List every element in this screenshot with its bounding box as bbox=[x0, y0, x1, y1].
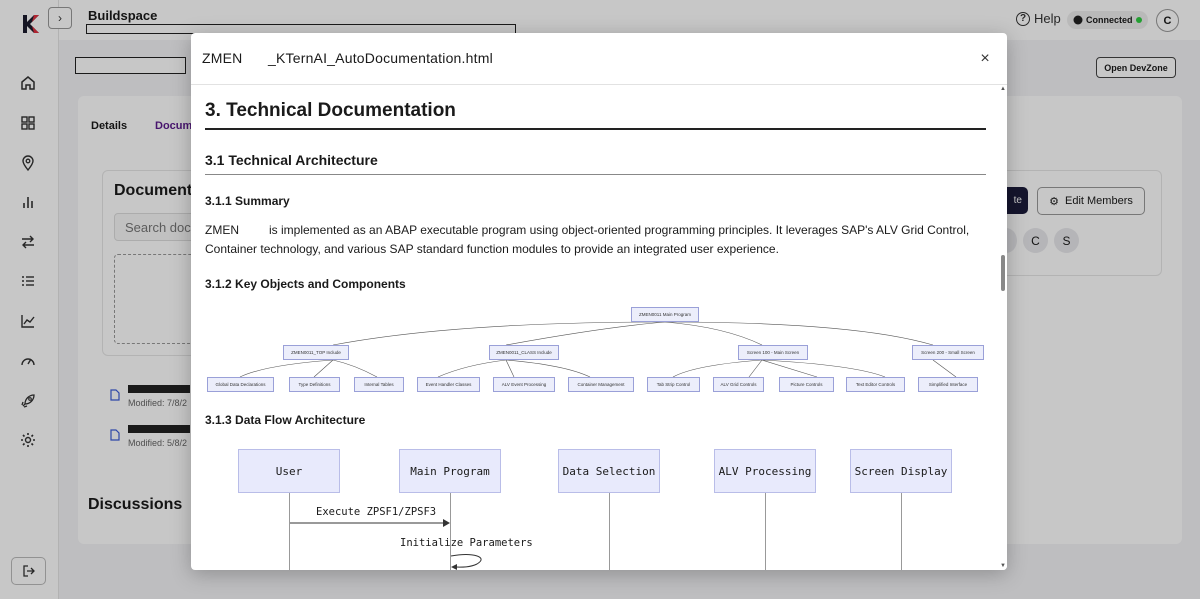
user-avatar[interactable]: C bbox=[1156, 9, 1179, 32]
tree-node: ZMEN0011_CLASS Include bbox=[489, 345, 559, 360]
tree-leaf: ALV Event Processing bbox=[493, 377, 555, 392]
home-icon[interactable] bbox=[19, 74, 37, 92]
app-title: Buildspace bbox=[88, 8, 158, 23]
github-icon bbox=[1073, 15, 1083, 25]
discussions-title: Discussions bbox=[88, 496, 183, 513]
help-icon: ? bbox=[1016, 11, 1030, 26]
sequence-arrows bbox=[290, 519, 482, 570]
tree-leaf: Internal Tables bbox=[354, 377, 404, 392]
document-icon bbox=[110, 428, 120, 441]
divider bbox=[205, 128, 986, 130]
help-link[interactable]: ? Help bbox=[1016, 11, 1061, 26]
sidebar bbox=[0, 0, 59, 599]
tree-leaf: Tab Strip Control bbox=[647, 377, 700, 392]
modal-scrollbar[interactable]: ▲ ▼ bbox=[999, 85, 1007, 570]
bar-chart-icon[interactable] bbox=[19, 193, 37, 211]
document-name-redacted[interactable] bbox=[128, 385, 190, 393]
tree-node: Screen 100 - Main Screen bbox=[738, 345, 808, 360]
lifeline bbox=[765, 493, 766, 570]
document-name-redacted[interactable] bbox=[128, 425, 190, 433]
document-modified: Modified: 5/8/2 bbox=[128, 438, 188, 448]
document-modified: Modified: 7/8/2 bbox=[128, 398, 188, 408]
logout-icon bbox=[22, 565, 35, 577]
tree-node-root: ZMEN0011 Main Program bbox=[631, 307, 699, 322]
tab-documents[interactable]: Docume bbox=[155, 120, 199, 132]
tree-leaf: Text Editor Controls bbox=[846, 377, 905, 392]
documents-title: Documents bbox=[114, 182, 202, 199]
message-label: Execute ZPSF1/ZPSF3 bbox=[316, 506, 437, 518]
member-avatar[interactable]: S bbox=[1054, 228, 1079, 253]
tree-leaf: Picture Controls bbox=[779, 377, 834, 392]
help-label: Help bbox=[1034, 11, 1061, 26]
gear-icon[interactable] bbox=[19, 431, 37, 449]
key-objects-heading: 3.1.2 Key Objects and Components bbox=[205, 277, 406, 291]
logout-button[interactable] bbox=[11, 557, 46, 585]
tab-details[interactable]: Details bbox=[91, 120, 128, 132]
transfer-arrows-icon[interactable] bbox=[19, 233, 37, 251]
sequence-actor: User bbox=[238, 449, 340, 493]
tree-connectors bbox=[239, 321, 957, 378]
connection-status-badge: Connected bbox=[1067, 11, 1148, 29]
sequence-actor: Data Selection bbox=[558, 449, 660, 493]
line-chart-icon[interactable] bbox=[19, 312, 37, 330]
divider bbox=[205, 174, 986, 175]
app-logo[interactable] bbox=[20, 13, 42, 35]
tree-leaf: Event Handler Classes bbox=[417, 377, 480, 392]
document-content: 3. Technical Documentation 3.1 Technical… bbox=[191, 85, 999, 570]
connection-status-label: Connected bbox=[1086, 15, 1133, 25]
document-icon bbox=[110, 388, 120, 401]
member-avatar[interactable]: C bbox=[1023, 228, 1048, 253]
lifeline bbox=[450, 493, 451, 570]
rocket-icon[interactable] bbox=[19, 392, 37, 410]
summary-heading: 3.1.1 Summary bbox=[205, 194, 290, 208]
modal-title-file: _KTernAI_AutoDocumentation.html bbox=[268, 50, 493, 66]
subsection-heading: 3.1 Technical Architecture bbox=[205, 152, 378, 168]
modal-title: ZMEN _KTernAI_AutoDocumentation.html bbox=[202, 50, 493, 66]
list-icon[interactable] bbox=[19, 272, 37, 290]
gauge-icon[interactable] bbox=[19, 352, 37, 370]
data-flow-sequence-diagram: User Main Program Data Selection ALV Pro… bbox=[205, 449, 987, 570]
tree-node: ZMEN0011_TOP Include bbox=[283, 345, 349, 360]
edit-members-label: Edit Members bbox=[1065, 195, 1133, 207]
data-flow-heading: 3.1.3 Data Flow Architecture bbox=[205, 413, 366, 427]
back-button[interactable]: › bbox=[48, 7, 72, 29]
section-heading: 3. Technical Documentation bbox=[205, 100, 456, 121]
chevron-right-icon: › bbox=[58, 11, 62, 25]
lifeline bbox=[289, 493, 290, 570]
sequence-actor: Screen Display bbox=[850, 449, 952, 493]
summary-text: is implemented as an ABAP executable pro… bbox=[205, 223, 970, 256]
edit-members-button[interactable]: ⚙ Edit Members bbox=[1037, 187, 1145, 215]
tree-leaf: Simplified Interface bbox=[918, 377, 978, 392]
modal-header: ZMEN _KTernAI_AutoDocumentation.html × bbox=[191, 33, 1007, 85]
tree-node: Screen 200 - Small Screen bbox=[912, 345, 984, 360]
scroll-down-icon[interactable]: ▼ bbox=[1000, 563, 1006, 569]
grid-icon[interactable] bbox=[19, 114, 37, 132]
status-dot bbox=[1135, 17, 1142, 23]
summary-prefix: ZMEN bbox=[205, 223, 239, 237]
tree-leaf: Type Definitions bbox=[289, 377, 340, 392]
location-pin-icon[interactable] bbox=[19, 154, 37, 172]
sequence-actor: Main Program bbox=[399, 449, 501, 493]
gear-icon: ⚙ bbox=[1049, 195, 1059, 208]
tree-leaf: Global Data Declarations bbox=[207, 377, 274, 392]
components-tree-diagram: ZMEN0011 Main Program ZMEN0011_TOP Inclu… bbox=[205, 307, 987, 415]
lifeline bbox=[901, 493, 902, 570]
scroll-thumb[interactable] bbox=[1001, 255, 1005, 291]
tree-leaf: Container Management bbox=[568, 377, 634, 392]
document-preview-modal: ZMEN _KTernAI_AutoDocumentation.html × 3.… bbox=[191, 33, 1007, 570]
modal-title-prefix: ZMEN bbox=[202, 50, 243, 66]
lifeline bbox=[609, 493, 610, 570]
scroll-up-icon[interactable]: ▲ bbox=[1000, 86, 1006, 92]
open-devzone-button[interactable]: Open DevZone bbox=[1096, 57, 1176, 78]
redacted-project-name bbox=[75, 57, 186, 74]
tree-leaf: ALV Grid Controls bbox=[713, 377, 764, 392]
close-icon[interactable]: × bbox=[980, 50, 990, 67]
sequence-actor: ALV Processing bbox=[714, 449, 816, 493]
message-label: Initialize Parameters bbox=[400, 537, 533, 549]
